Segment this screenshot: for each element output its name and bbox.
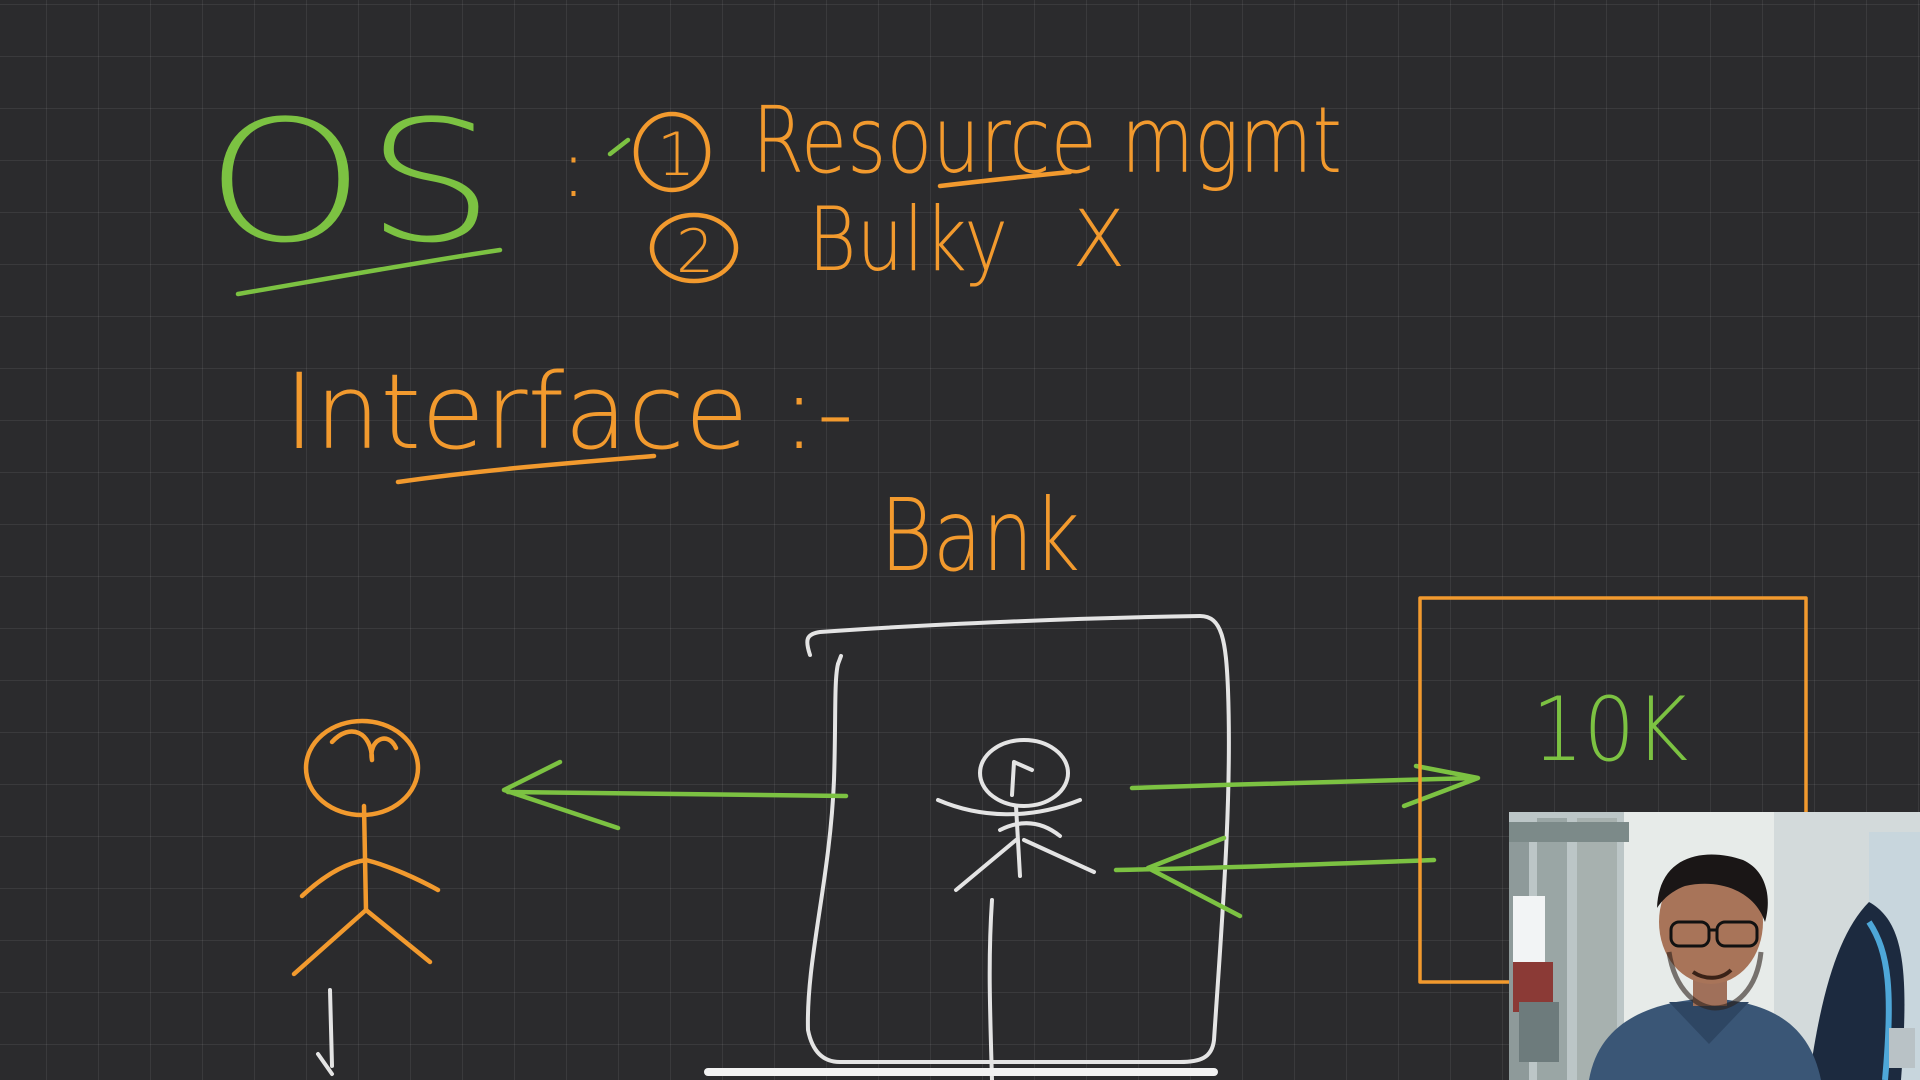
point-1-number: 1 [657,120,695,190]
arrow-to-vault [1129,763,1481,809]
point-2-number: 2 [676,217,714,287]
resource-underline [937,169,1073,189]
os-title: OS [205,84,495,280]
point-2-text: Bulky [808,188,1008,291]
bank-label: Bank [880,477,1080,594]
os-title-colon: : [560,122,587,215]
teller-stand [987,898,994,1080]
os-title-underline [235,247,503,297]
playback-scrub-bar[interactable] [704,1068,1218,1076]
interface-heading: Interface :- [284,351,854,473]
point-1-circle [633,111,711,193]
point-2-circle [649,212,739,284]
customer-down-arrow [316,988,334,1076]
webcam-image [1509,812,1920,1080]
teller-figure [936,738,1096,892]
arrow-from-vault [1113,835,1437,919]
arrow-tick [607,137,631,157]
bank-box-inner-line [836,654,843,666]
presenter-webcam [1509,812,1920,1080]
point-1-text: Resource mgmt [752,87,1342,194]
arrow-to-customer [501,759,849,831]
vault-value: 10K [1532,678,1688,781]
point-2-mark: X [1072,195,1125,285]
customer-figure [291,718,441,1076]
interface-underline [395,453,657,485]
bank-box [805,614,1231,1064]
